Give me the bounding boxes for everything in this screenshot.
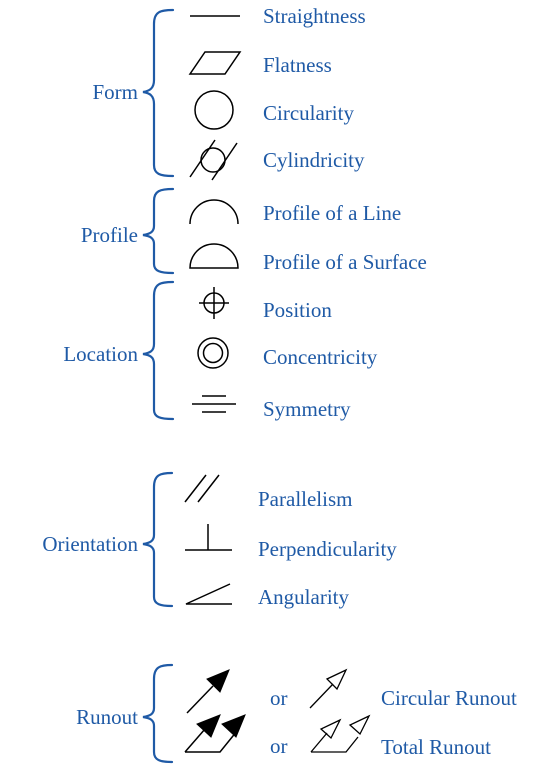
perpendicularity-icon — [185, 524, 232, 551]
parallelism-icon — [184, 474, 220, 503]
group-label-location: Location — [63, 342, 138, 366]
circularity-icon — [194, 90, 234, 130]
concentricity-icon — [197, 337, 229, 369]
label-circular-runout: Circular Runout — [381, 686, 517, 710]
label-circularity: Circularity — [263, 101, 354, 125]
label-cylindricity: Cylindricity — [263, 148, 365, 172]
orientation-bracket — [142, 471, 174, 608]
profile-line-icon — [189, 199, 239, 225]
symmetry-icon — [192, 395, 236, 413]
form-bracket — [142, 8, 175, 178]
or-total-runout: or — [270, 734, 288, 758]
label-flatness: Flatness — [263, 53, 332, 77]
location-bracket — [142, 280, 175, 421]
or-circular-runout: or — [270, 686, 288, 710]
position-icon — [199, 287, 229, 319]
label-parallelism: Parallelism — [258, 487, 353, 511]
label-position: Position — [263, 298, 332, 322]
label-profile-of-a-line: Profile of a Line — [263, 201, 402, 225]
cylindricity-icon — [189, 139, 238, 181]
group-label-runout: Runout — [76, 705, 138, 729]
flatness-icon — [188, 51, 242, 75]
circular-runout-icon — [309, 668, 348, 709]
profile-surface-icon — [189, 243, 239, 269]
profile-bracket — [142, 187, 175, 275]
runout-bracket — [142, 663, 174, 764]
label-angularity: Angularity — [258, 585, 349, 609]
group-label-profile: Profile — [80, 223, 138, 247]
label-symmetry: Symmetry — [263, 397, 351, 421]
total-runout-icon — [310, 714, 371, 753]
angularity-icon — [185, 583, 232, 605]
group-label-form: Form — [92, 80, 138, 104]
label-profile-of-a-surface: Profile of a Surface — [263, 250, 427, 274]
total-runout-filled-icon — [184, 714, 246, 753]
label-straightness: Straightness — [263, 4, 366, 28]
circular-runout-filled-icon — [186, 669, 230, 714]
group-label-orientation: Orientation — [42, 532, 138, 556]
label-concentricity: Concentricity — [263, 345, 378, 369]
label-perpendicularity: Perpendicularity — [258, 537, 397, 561]
label-total-runout: Total Runout — [381, 735, 491, 759]
